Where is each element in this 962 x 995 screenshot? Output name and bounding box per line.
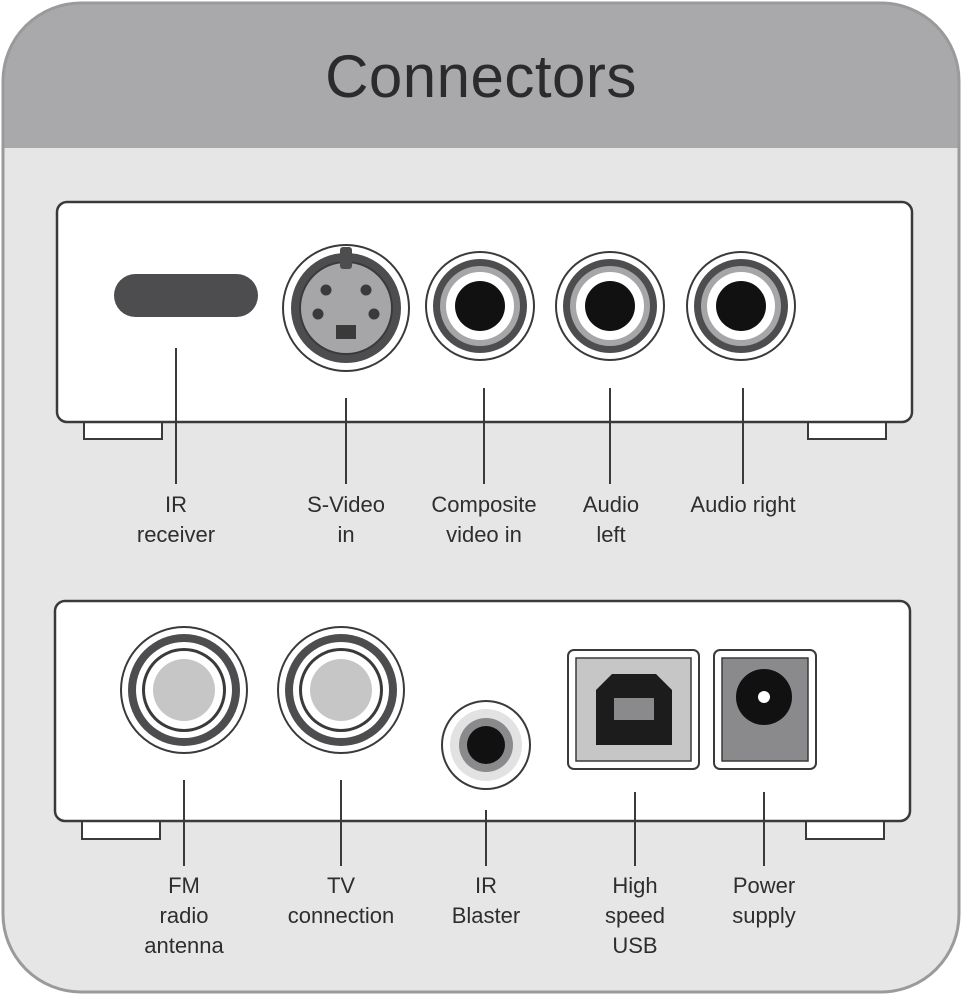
- composite-rca-jack-icon: [425, 251, 535, 361]
- label-line: video in: [446, 522, 522, 547]
- label-line: radio: [159, 903, 209, 928]
- top-device: [55, 200, 914, 484]
- usb-b-port-icon: [567, 649, 700, 770]
- diagram-title: Connectors: [325, 43, 637, 110]
- bottom-device: [53, 599, 912, 866]
- label-audio-left: Audio left: [546, 490, 676, 550]
- label-line: speed: [605, 903, 665, 928]
- label-line: antenna: [144, 933, 224, 958]
- label-line: Audio: [582, 492, 640, 517]
- bottom-device-foot-left: [81, 819, 161, 840]
- audio-left-rca-jack-icon: [555, 251, 665, 361]
- ir-blaster-jack-icon: [441, 700, 531, 790]
- label-s-video-in: S-Video in: [266, 490, 426, 550]
- label-power-supply: Power supply: [699, 871, 829, 931]
- label-line: Power: [732, 873, 796, 898]
- label-line: IR: [165, 492, 187, 517]
- audio-right-rca-jack-icon: [686, 251, 796, 361]
- label-line: connection: [287, 903, 395, 928]
- dc-power-jack-icon: [713, 649, 817, 770]
- label-composite-video-in: Composite video in: [404, 490, 564, 550]
- label-audio-right: Audio right: [668, 490, 818, 520]
- label-line: supply: [732, 903, 796, 928]
- label-line: TV: [326, 873, 356, 898]
- label-high-speed-usb: High speed USB: [575, 871, 695, 961]
- s-video-jack-icon: [282, 244, 410, 372]
- label-line: Blaster: [451, 903, 521, 928]
- label-line: IR: [475, 873, 497, 898]
- label-line: in: [337, 522, 355, 547]
- label-line: USB: [612, 933, 658, 958]
- label-line: Composite: [431, 492, 537, 517]
- header-band: [3, 3, 959, 148]
- ir-receiver-window-icon: [114, 274, 258, 317]
- label-line: Audio right: [690, 492, 796, 517]
- label-line: S-Video: [307, 492, 385, 517]
- label-line: left: [596, 522, 626, 547]
- label-tv-connection: TV connection: [266, 871, 416, 931]
- label-line: receiver: [136, 522, 216, 547]
- tv-connection-jack-icon: [277, 626, 405, 754]
- label-ir-receiver: IR receiver: [96, 490, 256, 550]
- label-ir-blaster: IR Blaster: [426, 871, 546, 931]
- fm-antenna-jack-icon: [120, 626, 248, 754]
- bottom-device-foot-right: [805, 819, 885, 840]
- label-line: High: [612, 873, 658, 898]
- label-fm-radio-antenna: FM radio antenna: [114, 871, 254, 961]
- label-line: FM: [168, 873, 200, 898]
